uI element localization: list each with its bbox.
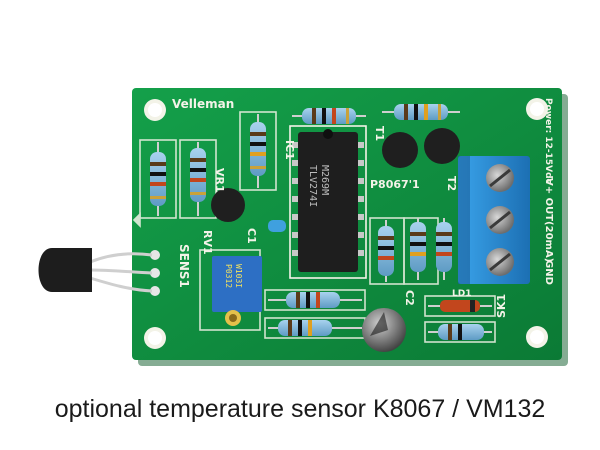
trimmer-code-1: W103I xyxy=(234,264,243,288)
image-caption: optional temperature sensor K8067 / VM13… xyxy=(54,395,546,423)
ic-marking-2: TLV274I xyxy=(307,165,318,207)
brand-label: Velleman xyxy=(172,97,234,111)
rv-label: RV1 xyxy=(201,230,214,255)
gnd-label: GND xyxy=(543,260,554,285)
capacitor-c1 xyxy=(268,220,286,232)
trimmer-potentiometer xyxy=(212,256,262,326)
terminal-block xyxy=(458,156,530,284)
terminal-label: SK1 xyxy=(495,294,508,318)
ic-label: IC1 xyxy=(283,140,296,160)
power-label: Power: 12-15Vdc xyxy=(543,98,553,184)
transistors xyxy=(211,128,460,222)
ld-label: LD1 xyxy=(452,289,471,299)
ic-marking-1: M269M xyxy=(319,165,330,195)
model-label: P8067'1 xyxy=(370,178,420,191)
ic-chip xyxy=(289,125,367,279)
sensor-label: SENS1 xyxy=(177,244,191,288)
mounting-holes xyxy=(144,98,548,349)
resistors xyxy=(150,104,492,340)
vr-label: VR1 xyxy=(213,168,226,193)
t1-label: T1 xyxy=(373,126,386,141)
c2-label: C2 xyxy=(403,290,416,306)
electrolytic-capacitor xyxy=(362,308,406,352)
output-label: V+ OUT(20mA) xyxy=(543,178,554,262)
pcb-illustration: Velleman P8067'1 Power: 12-15Vdc V+ OUT(… xyxy=(38,88,568,366)
c1-label: C1 xyxy=(245,228,258,244)
trimmer-code-2: P0312 xyxy=(224,264,233,288)
pcb-photo: Velleman P8067'1 Power: 12-15Vdc V+ OUT(… xyxy=(38,88,568,366)
t2-label: T2 xyxy=(445,176,458,191)
diode xyxy=(428,300,492,312)
temperature-sensor xyxy=(38,248,160,296)
silkscreen-outlines xyxy=(132,111,496,343)
